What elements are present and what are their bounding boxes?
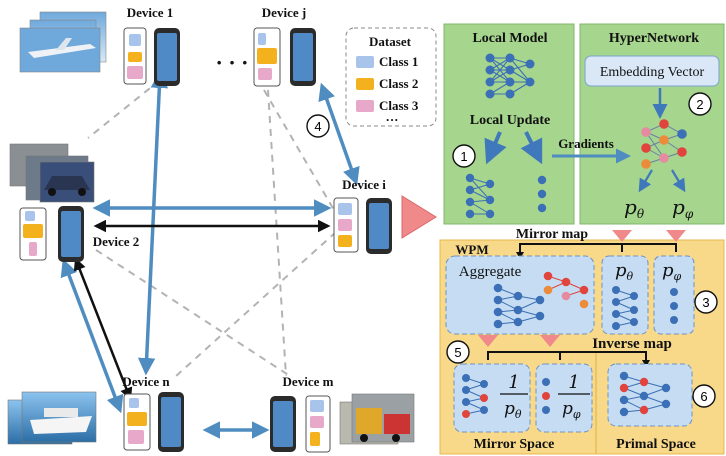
inverse-map-label: Inverse map [592, 336, 672, 352]
base-layers-icon [465, 173, 495, 219]
primal-network-icon [619, 371, 671, 417]
aggregate-label: Aggregate [459, 264, 522, 280]
head-layer-icon [537, 175, 547, 213]
device-m-icon [270, 395, 331, 453]
legend-swatch-class-3 [356, 100, 374, 112]
mirror-map-line [519, 243, 677, 252]
legend-label-class-2: Class 2 [379, 76, 418, 91]
hyper-arrow-phi [671, 169, 686, 193]
red-input-arrow [401, 195, 437, 239]
svg-text:5: 5 [454, 345, 461, 360]
frac2-numerator: 1 [568, 372, 579, 393]
device-j-label: Device j [262, 5, 306, 20]
local-update-arrow-right [520, 131, 543, 165]
link-device2-devicen-blue [60, 258, 124, 414]
device-n-label: Device n [122, 374, 170, 389]
step-1-badge: 1 [452, 144, 476, 168]
svg-text:6: 6 [700, 389, 707, 404]
frac2-denominator: pφ [562, 399, 581, 421]
device-j-icon [253, 27, 316, 87]
legend-more: ··· [385, 112, 398, 127]
ship-photo [7, 391, 97, 445]
hypernetwork-panel [579, 23, 725, 225]
primal-space-label: Primal Space [616, 437, 696, 452]
device-2-label: Device 2 [93, 234, 140, 249]
red-down-arrow-1 [612, 230, 632, 242]
hypernetwork-title: HyperNetwork [609, 31, 699, 46]
mirror-p-phi-label: pφ [662, 260, 682, 283]
link-device2-devicen-black [73, 257, 133, 401]
local-model-title: Local Model [472, 31, 547, 46]
truck-photo [339, 393, 415, 445]
dataset-legend: Dataset Class 1 Class 2 Class 3 ··· [345, 27, 437, 127]
mirror-map-label: Mirror map [516, 227, 588, 242]
red-down-arrow-2 [666, 230, 686, 242]
local-network-icon [485, 53, 535, 99]
step-4-badge: 4 [306, 114, 330, 138]
step-3-badge: 3 [694, 290, 718, 314]
inverse-map-tip [642, 360, 650, 367]
legend-swatch-class-1 [356, 56, 374, 68]
inverse-theta-network-icon [462, 374, 488, 418]
device-i-label: Device i [342, 177, 386, 192]
legend-label-class-3: Class 3 [379, 98, 419, 113]
hyper-p-theta: pθ [624, 195, 645, 221]
svg-text:1: 1 [460, 149, 467, 164]
svg-text:2: 2 [696, 97, 703, 112]
mirror-head-icon [670, 288, 678, 324]
mirror-base-network-icon [612, 286, 638, 330]
device-2-icon [19, 206, 84, 262]
legend-label-class-1: Class 1 [379, 54, 418, 69]
frac1-denominator: pθ [504, 399, 522, 421]
svg-text:4: 4 [314, 119, 321, 134]
embedding-vector-label: Embedding Vector [600, 65, 705, 80]
embedding-vector-box [584, 55, 720, 87]
gradients-label: Gradients [558, 136, 614, 151]
primal-model-box [607, 363, 693, 427]
inverse-phi-box [535, 363, 593, 433]
hyper-arrow-theta [638, 169, 653, 193]
step-6-badge: 6 [692, 384, 716, 408]
mirror-space-label: Mirror Space [474, 437, 555, 452]
svg-text:3: 3 [702, 295, 709, 310]
step-5-badge: 5 [446, 340, 470, 364]
airplane-photo [19, 11, 107, 73]
red-down-arrow-4 [540, 335, 560, 347]
device-1-icon [123, 27, 180, 86]
mirror-p-theta-label: pθ [615, 260, 634, 283]
device-i-icon [333, 197, 392, 254]
cars-photo [9, 143, 95, 203]
local-update-arrow-left [484, 131, 507, 165]
frac1-numerator: 1 [508, 372, 519, 393]
device-n-icon [123, 392, 184, 452]
link-devicej-devicei [318, 82, 360, 186]
red-down-arrow-3 [478, 335, 498, 347]
local-update-label: Local Update [470, 113, 551, 128]
link-device1-devicen [137, 70, 169, 376]
inverse-phi-head-icon [542, 378, 550, 414]
hyper-p-phi: pφ [672, 195, 694, 221]
wpm-label: WPM [455, 242, 488, 257]
inverse-theta-box [453, 363, 531, 433]
aggregate-network-icon [493, 271, 589, 329]
legend-title: Dataset [369, 34, 412, 49]
device-1-label: Device 1 [127, 5, 174, 20]
dashed-links [87, 71, 337, 377]
step-2-badge: 2 [688, 92, 712, 116]
hypernetwork-graph-icon [641, 119, 687, 169]
legend-swatch-class-2 [356, 78, 374, 90]
devices-ellipsis: · · · [215, 50, 248, 75]
inverse-map-line [487, 351, 647, 360]
device-m-label: Device m [283, 374, 334, 389]
